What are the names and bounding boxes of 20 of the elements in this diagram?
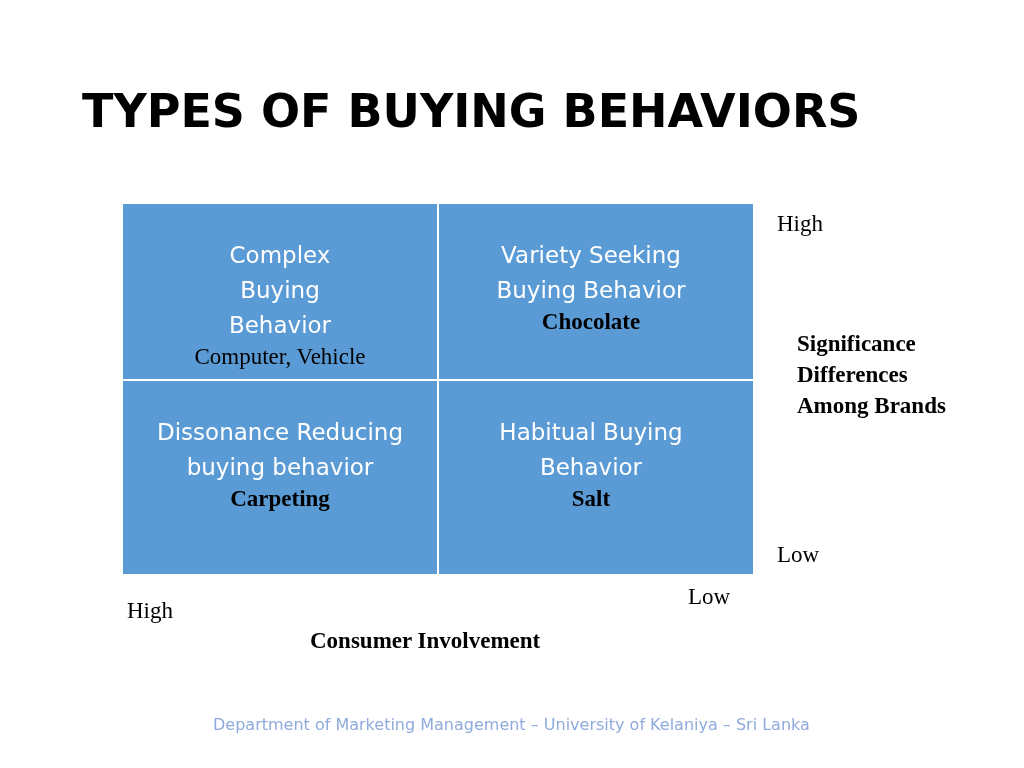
quadrant-cell	[123, 381, 437, 574]
axis-label: Low	[688, 584, 731, 610]
axis-label: High	[777, 211, 823, 237]
example-text: Computer, Vehicle	[193, 343, 367, 371]
axis-label: High	[127, 598, 173, 624]
behavior-heading: Variety Seeking Buying Behavior	[495, 241, 687, 305]
example-text: Chocolate	[540, 308, 642, 336]
quadrant-cell	[439, 381, 753, 574]
example-text: Carpeting	[229, 485, 331, 513]
footer-text: Department of Marketing Management – University of Kelaniya – Sri Lanka	[213, 715, 810, 734]
slide-title: TYPES OF BUYING BEHAVIORS	[82, 84, 861, 138]
axis-label: Low	[777, 542, 820, 568]
example-text: Salt	[570, 485, 612, 513]
axis-title: Consumer Involvement	[310, 628, 541, 654]
axis-title: Significance Differences Among Brands	[797, 330, 947, 420]
behavior-heading: Complex Buying Behavior	[227, 241, 333, 340]
quadrant-cell	[123, 204, 437, 379]
behavior-heading: Dissonance Reducing buying behavior	[156, 418, 404, 482]
quadrant-cell	[439, 204, 753, 379]
behavior-heading: Habitual Buying Behavior	[498, 418, 684, 482]
